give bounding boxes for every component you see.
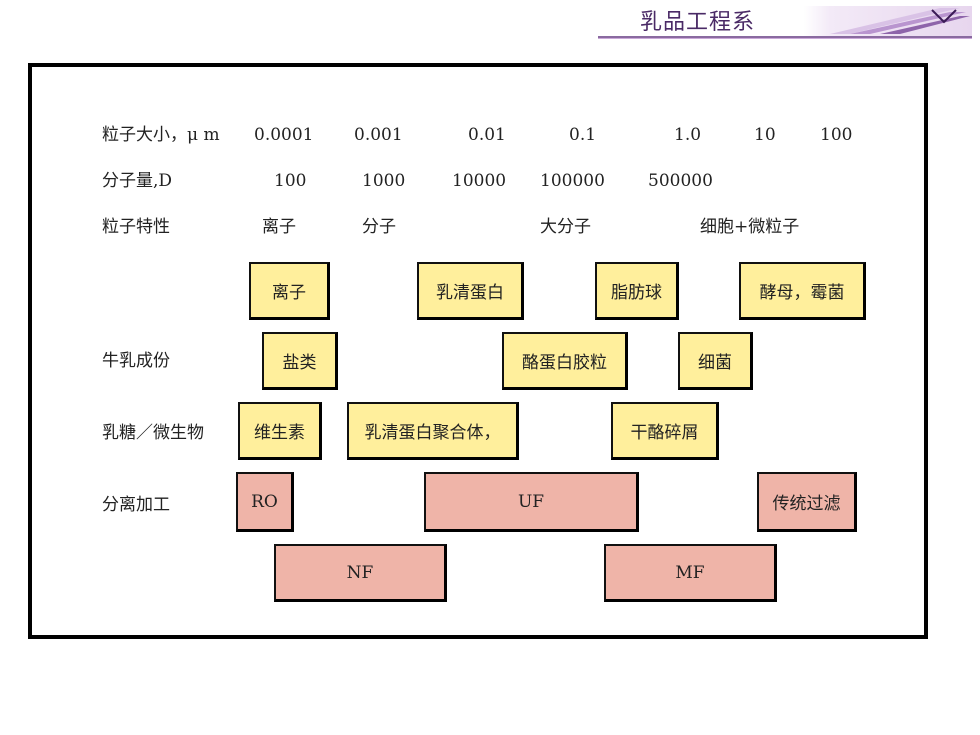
- mw-value: 1000: [362, 171, 406, 191]
- component-box-whey-protein: 乳清蛋白: [417, 262, 524, 320]
- milk-component-label: 牛乳成份: [102, 351, 170, 371]
- size-value: 1.0: [674, 125, 702, 145]
- component-box-bacteria: 细菌: [678, 332, 753, 390]
- particle-size-label: 粒子大小，μ m: [102, 125, 220, 145]
- component-box-whey-aggregate: 乳清蛋白聚合体，: [347, 402, 519, 460]
- mw-value: 100: [274, 171, 307, 191]
- process-box-ro: RO: [236, 472, 294, 532]
- component-box-yeast-mold: 酵母，霉菌: [739, 262, 866, 320]
- char-value: 离子: [262, 217, 296, 237]
- mw-value: 500000: [648, 171, 713, 191]
- separation-process-label: 分离加工: [102, 495, 170, 515]
- header-swoosh-graphic: [830, 8, 970, 34]
- component-box-salts: 盐类: [262, 332, 338, 390]
- component-box-casein-micelle: 酪蛋白胶粒: [502, 332, 628, 390]
- mw-value: 100000: [540, 171, 605, 191]
- molecular-weight-label: 分子量,D: [102, 171, 173, 191]
- mw-value: 10000: [452, 171, 507, 191]
- char-value: 分子: [362, 217, 396, 237]
- header-title: 乳品工程系: [640, 10, 756, 35]
- process-box-nf: NF: [274, 544, 447, 602]
- size-value: 0.0001: [254, 125, 314, 145]
- process-box-conventional-filtration: 传统过滤: [757, 472, 857, 532]
- component-box-ion: 离子: [249, 262, 330, 320]
- particle-character-label: 粒子特性: [102, 217, 170, 237]
- size-value: 0.01: [468, 125, 506, 145]
- size-value: 0.1: [569, 125, 597, 145]
- component-box-cheese-fines: 干酪碎屑: [611, 402, 719, 460]
- component-box-fat-globule: 脂肪球: [595, 262, 679, 320]
- char-value: 细胞+微粒子: [700, 217, 800, 237]
- header-divider: [598, 38, 972, 39]
- size-value: 100: [820, 125, 853, 145]
- size-value: 10: [754, 125, 776, 145]
- char-value: 大分子: [540, 217, 591, 237]
- process-box-mf: MF: [604, 544, 777, 602]
- lactose-microbe-label: 乳糖／微生物: [102, 423, 204, 443]
- process-box-uf: UF: [424, 472, 639, 532]
- component-box-vitamin: 维生素: [238, 402, 322, 460]
- separation-diagram: 粒子大小，μ m 分子量,D 粒子特性 牛乳成份 乳糖／微生物 分离加工 0.0…: [28, 63, 928, 639]
- size-value: 0.001: [354, 125, 403, 145]
